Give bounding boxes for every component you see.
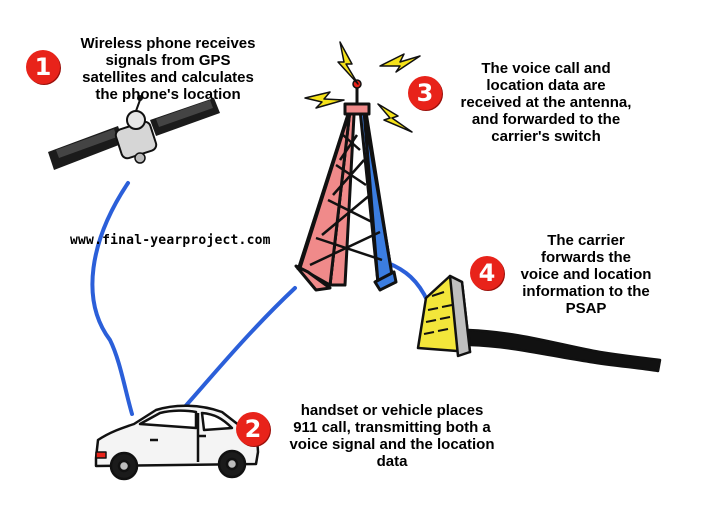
- step-3-line: location data are: [486, 77, 606, 94]
- watermark-text: www.final-yearproject.com: [70, 233, 271, 248]
- antenna-tower-icon: [294, 79, 398, 292]
- step-1-badge: 1: [26, 50, 60, 84]
- step-4-badge: 4: [470, 256, 504, 290]
- step-3-line: received at the antenna,: [460, 94, 632, 111]
- step-1-line: signals from GPS: [105, 52, 231, 69]
- step-4-line: The carrier: [547, 232, 625, 249]
- step-2-line: voice signal and the location: [289, 436, 495, 453]
- step-4-text: The carrier forwards the voice and locat…: [506, 232, 666, 317]
- step-2-badge: 2: [236, 412, 270, 446]
- step-3-line: The voice call and: [481, 60, 611, 77]
- car-icon: [94, 404, 260, 481]
- step-4-line: information to the: [522, 283, 650, 300]
- step-4-line: PSAP: [565, 300, 607, 317]
- step-2-line: handset or vehicle places: [300, 402, 484, 419]
- signal-lightning-icons: [304, 41, 421, 133]
- step-4-line: voice and location: [520, 266, 652, 283]
- step-3-line: carrier's switch: [491, 128, 601, 145]
- step-3-line: and forwarded to the: [471, 111, 621, 128]
- step-3-badge: 3: [408, 76, 442, 110]
- tower-to-switch-line: [386, 261, 430, 304]
- step-1-line: the phone's location: [95, 86, 241, 103]
- step-1-text: Wireless phone receives signals from GPS…: [68, 35, 268, 103]
- step-2-line: 911 call, transmitting both a: [293, 419, 491, 436]
- satellite-to-car-line: [90, 181, 134, 416]
- step-4-line: forwards the: [540, 249, 631, 266]
- step-3-text: The voice call and location data are rec…: [448, 60, 644, 145]
- carrier-switch-building-icon: [416, 274, 662, 373]
- step-2-line: data: [376, 453, 408, 470]
- step-1-line: Wireless phone receives: [80, 35, 256, 52]
- step-1-line: satellites and calculates: [82, 69, 254, 86]
- step-2-text: handset or vehicle places 911 call, tran…: [274, 402, 510, 470]
- car-to-tower-line: [171, 286, 297, 422]
- satellite-icon: [48, 95, 220, 170]
